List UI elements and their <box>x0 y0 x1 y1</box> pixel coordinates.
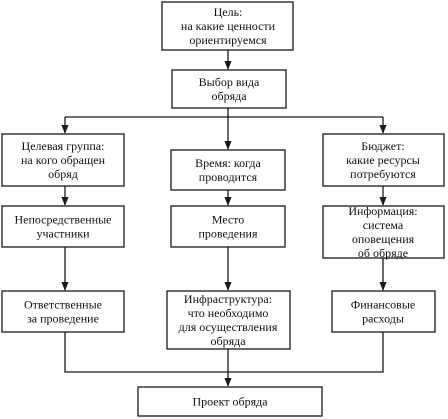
line-responsible-to-bottom <box>64 332 228 373</box>
label-line: Информация: <box>348 204 417 218</box>
label-line: обряда <box>210 334 246 348</box>
label-line: за проведение <box>27 312 99 326</box>
connectors <box>61 50 387 387</box>
label-line: ориентируемся <box>189 33 267 47</box>
label-line: потребуются <box>350 167 416 181</box>
label-line: Непосредственные <box>14 213 111 227</box>
label-line: для осуществления <box>179 320 278 334</box>
label-line: Финансовые <box>351 298 415 312</box>
label-line: Цель: <box>214 5 243 19</box>
label-line: проведения <box>199 227 258 241</box>
line-finance-to-bottom <box>228 332 384 373</box>
label-line: Проект обряда <box>192 395 268 409</box>
label-line: Целевая группа: <box>22 139 105 153</box>
label-line: об обряде <box>358 246 408 260</box>
label-line: Бюджет: <box>361 139 404 153</box>
label-line: обряда <box>211 89 247 103</box>
label-line: участники <box>36 227 90 241</box>
label-line: Ответственные <box>24 298 102 312</box>
label-line: расходы <box>362 312 404 326</box>
label-line: Инфраструктура: <box>184 292 272 306</box>
label-line: что необходимо <box>188 306 269 320</box>
label-line: оповещения <box>352 232 415 246</box>
label-line: обряд <box>48 167 78 181</box>
label-line: система <box>363 218 404 232</box>
node-project-label: Проект обряда <box>192 395 268 409</box>
label-line: на какие ценности <box>181 19 276 33</box>
label-line: какие ресурсы <box>346 153 420 167</box>
label-line: проводится <box>199 170 258 184</box>
label-line: Время: когда <box>195 156 261 170</box>
label-line: Место <box>212 213 245 227</box>
label-line: на кого обращен <box>21 153 106 167</box>
node-project: Проект обряда <box>137 386 323 417</box>
label-line: Выбор вида <box>199 75 260 89</box>
